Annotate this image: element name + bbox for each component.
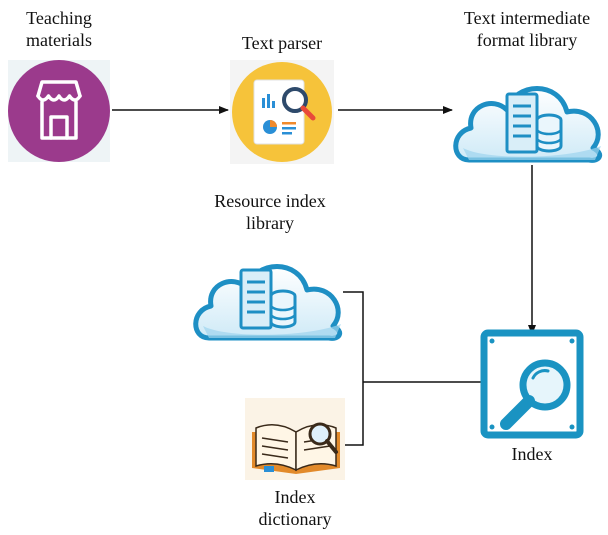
- teaching-materials-label: Teaching materials: [26, 8, 92, 50]
- resource-index-library-label: Resource index library: [214, 191, 326, 233]
- index-dictionary-label: Index dictionary: [258, 487, 332, 529]
- cloud-database-icon: [193, 264, 343, 341]
- purple-circle: [8, 60, 110, 162]
- index-dictionary-node: [245, 398, 345, 480]
- resource-index-library-node: [193, 264, 343, 341]
- teaching-materials-node: [8, 60, 110, 162]
- book-search-icon: [252, 422, 340, 474]
- document-search-icon: [253, 79, 316, 145]
- index-label: Index: [511, 444, 553, 464]
- text-intermediate-library-label: Text intermediate format library: [463, 8, 591, 50]
- index-node: [480, 329, 584, 439]
- index-search-icon: [480, 329, 584, 439]
- text-parser-label: Text parser: [241, 33, 323, 53]
- cloud-database-icon: [453, 86, 603, 163]
- storefront-icon: [36, 80, 82, 140]
- text-parser-node: [230, 60, 334, 164]
- connector-resource-bracket: [343, 291, 364, 446]
- text-intermediate-library-node: [453, 86, 603, 163]
